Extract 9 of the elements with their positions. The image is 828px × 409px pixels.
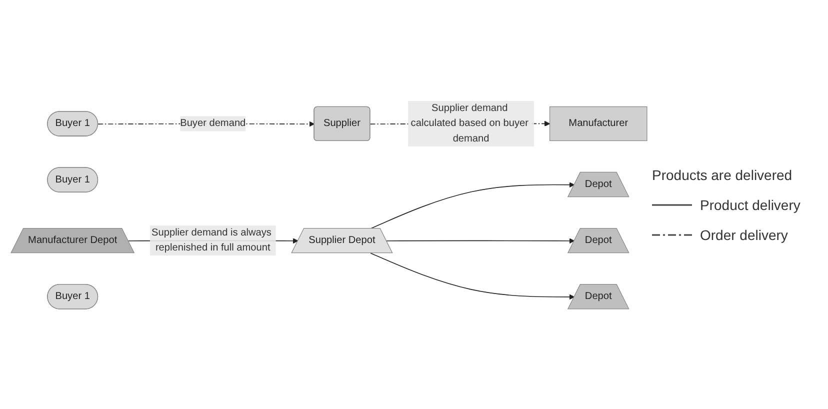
note-text: Products are delivered bbox=[652, 166, 794, 182]
edge-label: Supplier demand calculated based on buyer demand bbox=[410, 102, 528, 144]
legend-text: Product delivery bbox=[700, 196, 800, 212]
edge-label: Buyer demand bbox=[180, 118, 246, 128]
node-box: Manufacturer bbox=[549, 106, 648, 141]
arrow bbox=[370, 252, 575, 300]
edge-label: Supplier demand is always replenished in full amount bbox=[152, 226, 272, 253]
arrow bbox=[386, 238, 575, 244]
legend-text: Order delivery bbox=[700, 226, 788, 242]
